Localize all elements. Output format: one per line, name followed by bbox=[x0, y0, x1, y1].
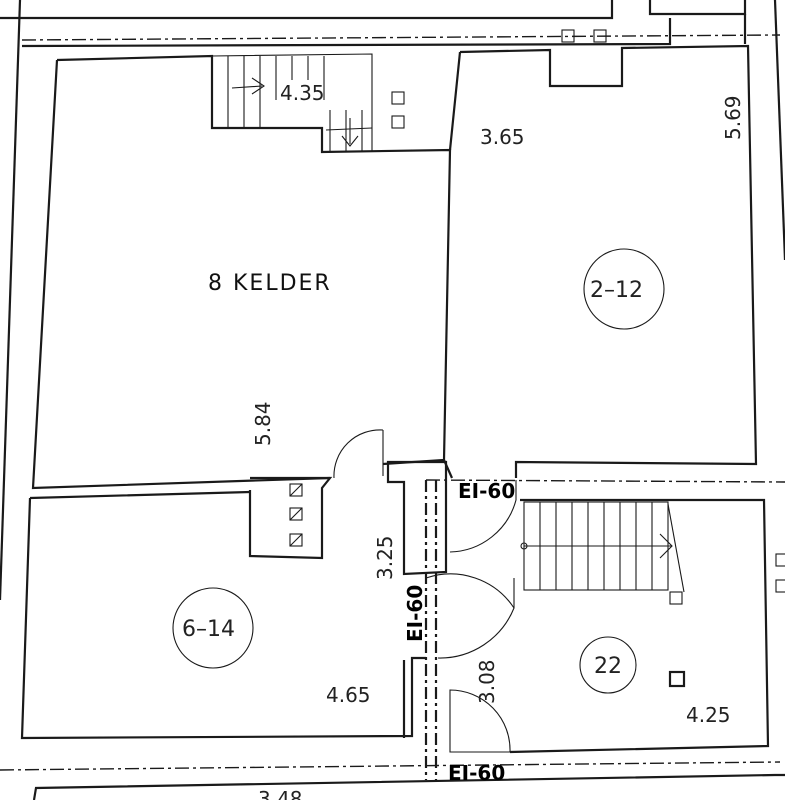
vent-icon bbox=[561, 29, 575, 43]
room-circle-2-12 bbox=[583, 248, 665, 330]
room-number-2-12: 2–12 bbox=[590, 278, 643, 303]
bottom-wall bbox=[32, 773, 785, 800]
dimension-label: 4.35 bbox=[280, 81, 325, 105]
door-swing bbox=[449, 689, 511, 753]
room-circle-6-14 bbox=[172, 587, 254, 669]
vent-icon bbox=[289, 507, 303, 521]
dimension-label: 3.65 bbox=[480, 125, 525, 149]
room-22-walls bbox=[509, 498, 770, 754]
vent-icon bbox=[775, 579, 785, 593]
vent-icon bbox=[391, 91, 405, 105]
stair-arrow-icon bbox=[524, 533, 673, 559]
room-6-14-walls bbox=[20, 490, 426, 740]
left-outer-wall bbox=[0, 0, 22, 601]
bottom-dash-line bbox=[0, 761, 781, 771]
vent-icon bbox=[775, 553, 785, 567]
fire-rating-label: EI-60 bbox=[448, 761, 505, 785]
door-swing bbox=[449, 480, 517, 553]
door-swing bbox=[425, 573, 515, 659]
kelder-stair bbox=[211, 53, 405, 152]
door-swing bbox=[333, 429, 384, 479]
fire-rating-label: EI-60 bbox=[458, 479, 515, 503]
stair-arrow-icon bbox=[325, 118, 373, 147]
dimension-label: 3.08 bbox=[475, 659, 499, 704]
corridor-walls bbox=[386, 460, 785, 780]
room-circle-22 bbox=[579, 636, 637, 694]
dimension-label: 5.84 bbox=[251, 401, 275, 446]
room-name-label: 8 KELDER bbox=[208, 271, 332, 296]
dimension-label: 5.69 bbox=[721, 95, 745, 140]
dimension-label: 4.65 bbox=[326, 683, 371, 707]
vent-icon bbox=[289, 483, 303, 497]
column-icon bbox=[668, 670, 686, 688]
vent-icon bbox=[289, 533, 303, 547]
vent-icon bbox=[593, 29, 607, 43]
dimension-label: 4.25 bbox=[686, 703, 731, 727]
room-number-6-14: 6–14 bbox=[182, 617, 235, 642]
vent-icon bbox=[391, 115, 405, 129]
vent-icon bbox=[669, 591, 683, 605]
room-22-stair bbox=[520, 501, 785, 688]
shaft-block bbox=[248, 476, 333, 560]
room-2-12-walls bbox=[442, 44, 758, 479]
fire-rating-label: EI-60 bbox=[403, 585, 427, 642]
top-wall-band bbox=[0, 0, 781, 48]
dimension-label: 3.48 bbox=[258, 787, 303, 800]
dimension-label: 3.25 bbox=[373, 535, 397, 580]
room-kelder-walls bbox=[31, 54, 452, 490]
room-number-22: 22 bbox=[594, 654, 622, 679]
right-outer-wall bbox=[773, 0, 785, 261]
stair-arrow-icon bbox=[231, 77, 265, 95]
